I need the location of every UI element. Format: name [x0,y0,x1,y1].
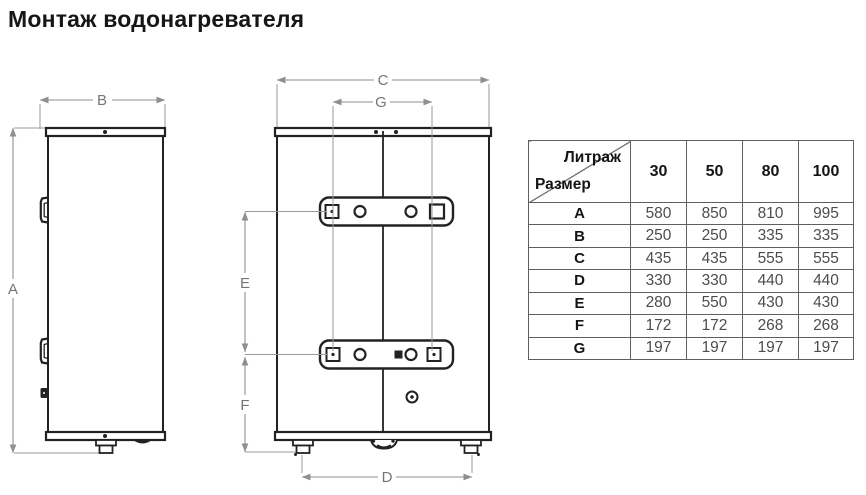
plate-hole-icon [353,204,367,219]
column-header: 30 [630,140,687,203]
corner-label-litrazh: Литраж [563,149,621,166]
table-cell: 555 [742,246,799,271]
column-header: 50 [686,140,743,203]
column-header: 100 [798,140,854,203]
mounting-plate-bottom [318,339,455,370]
row-header: A [528,201,631,226]
table-cell: 197 [798,336,854,361]
table-cell: 580 [630,201,687,226]
row-header: B [528,224,631,248]
corner-label-razmer: Размер [535,176,591,193]
table-cell: 810 [742,201,799,226]
table-row: E 280 550 430 430 [528,291,854,316]
front-pipe-left [292,439,314,456]
cable-entry-tab [40,388,48,398]
table-cell: 250 [686,224,743,248]
dim-label-c: C [378,72,389,89]
page-title: Монтаж водонагревателя [8,6,305,32]
table-row: A 580 850 810 995 [528,201,854,226]
table-cell: 430 [742,291,799,316]
table-cell: 172 [686,314,743,338]
mounting-plate-top [318,196,455,227]
plate-mark-icon [394,350,403,359]
dim-label-e: E [240,275,250,292]
table-cell: 280 [630,291,687,316]
plate-hole-icon [353,347,367,362]
table-cell: 330 [686,269,743,293]
mount-slot-icon [428,203,446,220]
row-header: G [528,336,631,361]
table-cell: 440 [742,269,799,293]
table-row: F 172 172 268 268 [528,314,854,338]
dim-label-g: G [375,94,387,111]
table-cell: 250 [630,224,687,248]
table-cell: 172 [630,314,687,338]
table-cell: 435 [686,246,743,271]
wall-hook-bottom [39,337,49,365]
side-bottom-bump [133,440,152,444]
table-cell: 430 [798,291,854,316]
technical-drawing: B A [5,71,493,486]
front-bottom-cap [273,430,493,442]
front-view-drawing: C G [237,71,493,486]
table-cell: 335 [742,224,799,248]
front-bottom-bump [370,439,398,450]
dim-label-a: A [8,281,18,298]
table-corner-cell: Литраж Размер [528,140,631,203]
row-header: D [528,269,631,293]
side-view-drawing: B A [5,91,167,454]
dim-label-d: D [382,469,393,486]
table-cell: 197 [742,336,799,361]
table-cell: 330 [630,269,687,293]
table-row: B 250 250 335 335 [528,224,854,248]
table-cell: 197 [686,336,743,361]
side-bottom-pipe [95,439,117,454]
side-body [47,129,164,433]
wall-hook-top [39,196,49,224]
table-cell: 268 [742,314,799,338]
dimensions-table: Литраж Размер 30 50 80 100 A 580 850 810… [528,140,854,361]
table-cell: 555 [798,246,854,271]
table-cell: 268 [798,314,854,338]
row-header: C [528,246,631,271]
table-row: C 435 435 555 555 [528,246,854,271]
row-header: E [528,291,631,316]
table-cell: 550 [686,291,743,316]
table-row: G 197 197 197 197 [528,336,854,361]
mount-hole-icon [426,347,442,362]
dim-label-b: B [97,92,107,109]
plate-hole-icon [404,347,418,362]
plate-hole-icon [404,204,418,219]
column-header: 80 [742,140,799,203]
table-cell: 850 [686,201,743,226]
table-cell: 335 [798,224,854,248]
row-header: F [528,314,631,338]
table-cell: 435 [630,246,687,271]
drain-valve-icon [405,390,419,404]
table-row: D 330 330 440 440 [528,269,854,293]
table-cell: 197 [630,336,687,361]
table-cell: 440 [798,269,854,293]
dim-label-f: F [240,397,249,414]
front-pipe-right [460,439,482,456]
table-cell: 995 [798,201,854,226]
